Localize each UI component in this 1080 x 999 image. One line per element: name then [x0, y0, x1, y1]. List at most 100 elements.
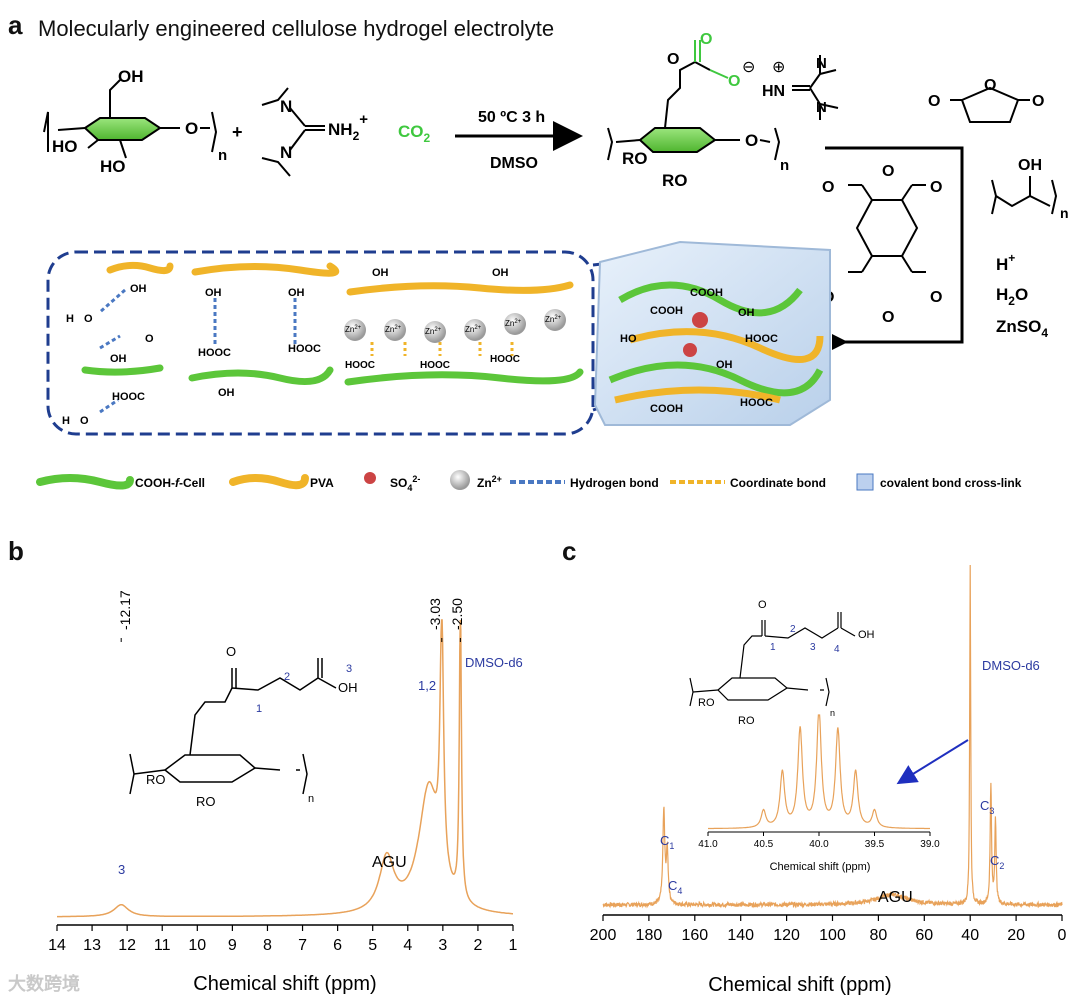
- oh-2: OH: [205, 287, 222, 299]
- b-x-tick-label: 2: [473, 937, 482, 954]
- left-n: n: [218, 147, 227, 164]
- left-oh-top: OH: [118, 67, 144, 86]
- prod-plus: ⊕: [772, 59, 785, 76]
- hooc-6: HOOC: [490, 354, 520, 365]
- b-x-tick-label: 8: [263, 937, 272, 954]
- carb-o2: O: [667, 51, 679, 68]
- succ-o1: O: [928, 93, 940, 110]
- c-x-tick-label: 180: [636, 927, 663, 944]
- gel-ho: HO: [620, 333, 637, 345]
- c-x-tick-label: 120: [773, 927, 800, 944]
- pmda-o2: O: [882, 163, 894, 180]
- c-x-tick-label: 0: [1058, 927, 1067, 944]
- water: H2O: [996, 285, 1028, 308]
- gel-cooh-1: COOH: [690, 287, 723, 299]
- c-inset-tick-label: 40.0: [809, 839, 829, 850]
- b-struct-num1: 1: [256, 703, 262, 715]
- pva-n: n: [1060, 205, 1069, 221]
- c-struct-num4: 4: [834, 644, 840, 655]
- b-peak-label: -3.03: [427, 598, 443, 630]
- b-xlabel: Chemical shift (ppm): [193, 973, 376, 995]
- zn-1: Zn2+: [345, 325, 362, 334]
- c-struct-num1: 1: [770, 642, 776, 653]
- oh-3: OH: [288, 287, 305, 299]
- gel-hooc-1: HOOC: [740, 397, 773, 409]
- prod-n: n: [780, 157, 789, 174]
- b-x-tick-label: 6: [333, 937, 342, 954]
- hooc-4: HOOC: [345, 360, 375, 371]
- zn-2: Zn2+: [385, 325, 402, 334]
- c-x-tick-label: 140: [727, 927, 754, 944]
- hooc-2: HOOC: [198, 347, 231, 359]
- legend-coordinate-bond: Coordinate bond: [730, 476, 826, 490]
- left-o: O: [185, 119, 198, 138]
- c-c1-label: C1: [660, 833, 674, 851]
- schematic-frame: [46, 250, 595, 436]
- b-x-tick-label: 3: [438, 937, 447, 954]
- legend-zn: Zn2+: [477, 474, 502, 490]
- c-c3-label: C3: [980, 798, 994, 816]
- product-structure: [607, 60, 781, 161]
- b-struct-o: O: [226, 644, 236, 659]
- c-struct-oh: OH: [858, 629, 875, 641]
- c-struct-n: n: [830, 708, 835, 718]
- b-struct-num3: 3: [346, 663, 352, 675]
- legend-so4: SO42-: [390, 474, 420, 493]
- c-agu-label: AGU: [878, 889, 913, 906]
- zn-5: Zn2+: [505, 319, 522, 328]
- c-struct-num2: 2: [790, 624, 796, 635]
- znso4: ZnSO4: [996, 317, 1048, 340]
- pmda-o6: O: [930, 289, 942, 306]
- legend-cooh-cell: COOH-f-Cell: [135, 476, 205, 490]
- c-x-tick-label: 40: [961, 927, 979, 944]
- gel-oh-2: OH: [716, 359, 733, 371]
- c-x-tick-label: 80: [870, 927, 888, 944]
- c-x-tick-label: 60: [915, 927, 933, 944]
- hooc-5: HOOC: [420, 360, 450, 371]
- b-agu-label: AGU: [372, 854, 407, 871]
- prod-o: O: [745, 131, 758, 150]
- succ-o3: O: [1032, 93, 1044, 110]
- b-x-tick-label: 1: [509, 937, 518, 954]
- b-x-tick-label: 9: [228, 937, 237, 954]
- tmg-structure: [261, 87, 325, 177]
- tmg-n1: N: [280, 97, 292, 116]
- c-spectrum-line: [602, 564, 1063, 909]
- co2-label: CO2: [398, 122, 431, 145]
- panel-a-title: Molecularly engineered cellulose hydroge…: [38, 16, 555, 41]
- oh-4: OH: [372, 267, 389, 279]
- b-struct-num2: 2: [284, 671, 290, 683]
- c-c2-label: C2: [990, 853, 1004, 871]
- carb-o3: O: [728, 73, 740, 90]
- oh-7: OH: [218, 387, 235, 399]
- pva-oh: OH: [1018, 157, 1042, 174]
- prod-ro-1: RO: [622, 149, 648, 168]
- c-struct-ro1: RO: [698, 697, 715, 709]
- c-inset-xlabel: Chemical shift (ppm): [770, 861, 871, 873]
- b-x-tick-label: 12: [118, 937, 136, 954]
- gel-cooh-3: COOH: [650, 403, 683, 415]
- c-struct-ro2: RO: [738, 715, 755, 727]
- c-inset-tick-label: 39.5: [865, 839, 885, 850]
- c-c4-label: C4: [668, 878, 682, 896]
- legend-pva: PVA: [310, 476, 334, 490]
- pmda-o5: O: [882, 309, 894, 326]
- tmg-nh2: NH2+: [328, 111, 368, 143]
- c-x-tick-label: 160: [681, 927, 708, 944]
- h-1: H: [66, 313, 74, 325]
- pmda-o1: O: [822, 179, 834, 196]
- panel-b-letter: b: [8, 536, 24, 566]
- gel-oh-1: OH: [738, 307, 755, 319]
- hooc-1: HOOC: [112, 391, 145, 403]
- c-x-tick-label: 20: [1007, 927, 1025, 944]
- oh-5: OH: [492, 267, 509, 279]
- left-ho-2: HO: [100, 157, 126, 176]
- h-plus: H+: [996, 251, 1015, 274]
- hydrogel-box: [593, 240, 831, 426]
- hooc-3: HOOC: [288, 343, 321, 355]
- plus-sign: +: [232, 122, 243, 142]
- zn-3: Zn2+: [425, 327, 442, 336]
